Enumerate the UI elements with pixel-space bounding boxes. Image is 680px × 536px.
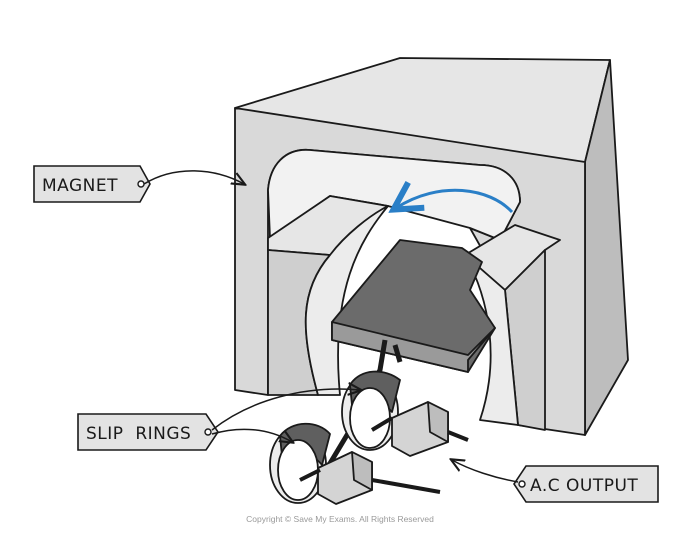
slip-rings <box>269 370 469 505</box>
magnet-label: MAGNET <box>42 176 118 196</box>
slip-rings-label-tag: SLIP RINGS <box>77 413 219 451</box>
ac-output-pointer <box>452 460 519 483</box>
magnet-label-tag: MAGNET <box>33 165 151 203</box>
coil-side-face <box>331 321 496 373</box>
brush-front <box>317 451 441 505</box>
slip-rings-pointer-back <box>211 389 360 431</box>
brush-back <box>391 401 469 457</box>
copyright-notice: Copyright © Save My Exams. All Rights Re… <box>246 514 434 524</box>
magnet <box>234 57 629 436</box>
ac-output-label-tag: A.C OUTPUT <box>513 465 659 503</box>
slip-rings-pointer-front <box>211 428 292 442</box>
slip-rings-label: SLIP RINGS <box>86 424 191 444</box>
magnet-pointer <box>143 170 244 184</box>
curved-arrow-icon <box>396 190 514 214</box>
ac-output-label: A.C OUTPUT <box>530 476 638 496</box>
